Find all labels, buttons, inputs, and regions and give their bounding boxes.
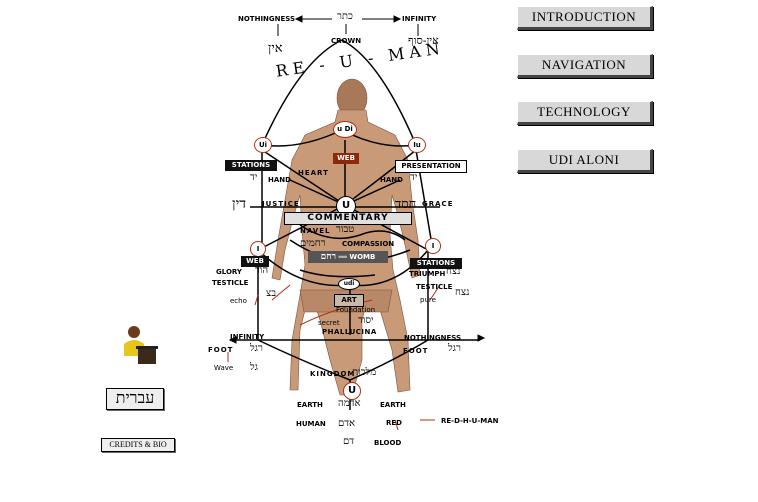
udi-aloni-button[interactable]: UDI ALONI (517, 149, 653, 173)
testicle-right-label: TESTICLE (416, 283, 453, 291)
crown-label: CROWN (331, 37, 362, 45)
redhuman-label: RE-D-H-U-MAN (441, 417, 499, 425)
hebrew-language-button[interactable]: עברית (106, 388, 164, 410)
infinity-low-label: INFINITY (230, 333, 265, 341)
human-hebrew: אדם (338, 418, 356, 429)
foot-right-label: FOOT (403, 347, 429, 355)
foot-left-hebrew: רגל (250, 343, 263, 354)
foot-right-hebrew: רגל (448, 343, 461, 354)
web-left-box[interactable]: WEB (241, 256, 269, 267)
credits-bio-button[interactable]: CREDITS & BIO (101, 438, 175, 452)
glory-hebrew: הוד (255, 265, 269, 276)
womb-box[interactable]: רחם ══ WOMB (308, 251, 388, 263)
i-right-circle[interactable]: I (425, 238, 441, 254)
introduction-button[interactable]: INTRODUCTION (517, 6, 653, 30)
justice-hebrew: דין (232, 196, 246, 212)
speaker-avatar[interactable] (120, 322, 158, 364)
blood-label: BLOOD (374, 439, 402, 447)
pure-label: pure (420, 296, 436, 304)
testicle-left-hebrew: בצ (266, 288, 277, 299)
grace-label: GRACE (422, 200, 454, 208)
triumph-hebrew: נצח (446, 266, 461, 277)
justice-label: JUSTICE (262, 200, 300, 208)
red-connectors (227, 284, 441, 431)
testicle-right-hebrew: נצח (455, 287, 470, 298)
human-label: HUMAN (296, 420, 326, 428)
stations-right-box[interactable]: STATIONS (410, 258, 462, 269)
triumph-label: TRIUMPH (409, 270, 446, 278)
hand-left-label: HAND (268, 176, 291, 184)
compassion-label: COMPASSION (342, 240, 395, 248)
presentation-box[interactable]: PRESENTATION (395, 160, 467, 173)
top-arrows (228, 15, 486, 344)
compassion-hebrew: רחמים (300, 238, 326, 249)
womb-hebrew: רחם (320, 252, 337, 262)
womb-label: WOMB (349, 253, 376, 261)
commentary-box[interactable]: COMMENTARY (284, 212, 412, 225)
ein-sof-hebrew: אין-סוף (408, 34, 439, 47)
hand-left-hebrew: יד (250, 172, 258, 183)
red-label: RED (386, 419, 402, 427)
secret-label: secret (318, 319, 340, 327)
i-left-circle[interactable]: I (250, 241, 266, 257)
earth-right-label: EARTH (380, 401, 406, 409)
earth-left-label: EARTH (297, 401, 323, 409)
stations-top-box[interactable]: STATIONS (225, 160, 277, 171)
earth-hebrew: אדמה (338, 398, 361, 409)
heart-label: HEART (298, 169, 329, 177)
echo-label: echo (230, 297, 247, 305)
foot-left-label: FOOT (208, 346, 234, 354)
ui-circle[interactable]: Ui (254, 137, 272, 153)
wave-hebrew: גל (250, 362, 258, 373)
crown-hebrew: כתר (337, 11, 353, 22)
wave-label: Wave (214, 364, 234, 372)
hand-right-label: HAND (380, 176, 403, 184)
navel-label: NAVEL (300, 227, 331, 235)
iu-circle[interactable]: Iu (408, 137, 426, 153)
kingdom-label: KINGDOM (310, 370, 356, 378)
blood-hebrew: דם (343, 436, 355, 447)
navel-hebrew: טבור (336, 224, 355, 235)
hand-right-hebrew: יד (410, 172, 418, 183)
ayin-hebrew: אין (268, 41, 283, 56)
nothingness-low-label: NOTHINGNESS (404, 334, 462, 342)
web-top-box[interactable]: WEB (333, 153, 359, 164)
kingdom-hebrew: מלכות (352, 367, 377, 378)
technology-button[interactable]: TECHNOLOGY (517, 101, 653, 125)
navigation-button[interactable]: NAVIGATION (517, 54, 653, 78)
infinity-label: INFINITY (402, 15, 437, 23)
nothingness-label: NOTHINGNESS (238, 15, 296, 23)
u-bottom-circle[interactable]: U (343, 382, 361, 400)
foundation-hebrew: יסוד (358, 315, 374, 326)
grace-hebrew: חסד (395, 197, 417, 212)
udi-circle[interactable]: u Di (333, 121, 357, 138)
udi-small-circle[interactable]: udi (338, 278, 360, 290)
phallucina-label: PHALLUCINA (322, 328, 377, 336)
glory-label: GLORY (216, 268, 242, 276)
foundation-label: Foundation (336, 306, 376, 314)
art-box[interactable]: ART (334, 294, 364, 307)
testicle-left-label: TESTICLE (212, 279, 249, 287)
